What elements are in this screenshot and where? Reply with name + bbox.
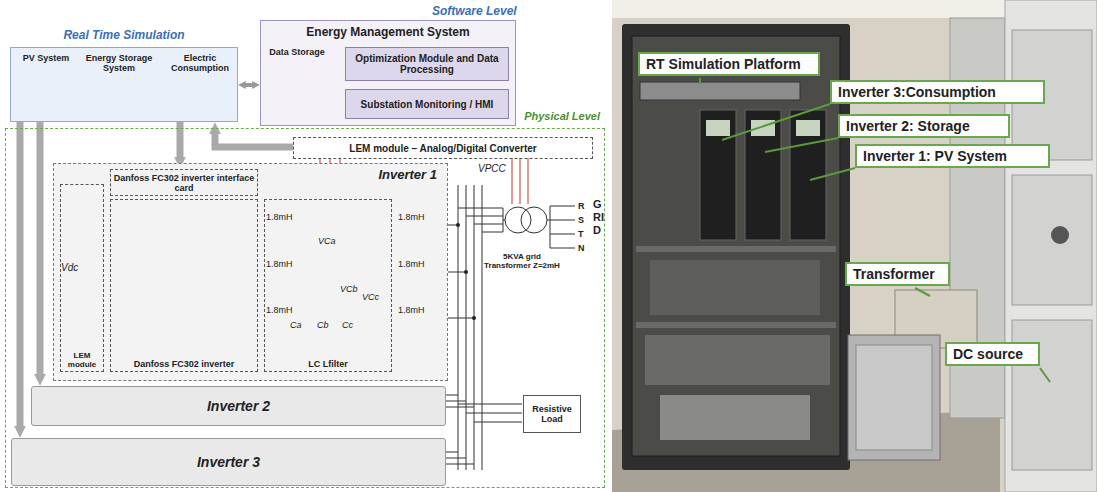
connector-arrow <box>17 122 24 427</box>
node-label: LC Lfilter <box>265 359 391 369</box>
node-label: Real Time Simulation <box>11 28 237 42</box>
photo-callout: Transformer <box>845 262 950 286</box>
node-label: Energy Storage System <box>79 53 159 73</box>
node-label: PV System <box>15 53 77 63</box>
process-box: Optimization Module and Data Processing <box>345 47 509 81</box>
inductance-label: 1.8mH <box>266 305 293 315</box>
transformer-label: 5KVA grid Transformer Z=2mH <box>482 252 562 270</box>
phase-label: S <box>578 215 584 225</box>
inverter-box: Inverter 1 Danfoss FC302 inverter interfa… <box>53 163 448 381</box>
node-label: LEM module <box>61 351 103 369</box>
inductance-label: 1.8mH <box>398 212 425 222</box>
photo-callout: Inverter 2: Storage <box>838 114 1010 138</box>
grid-label: GRID <box>593 198 604 237</box>
inductance-label: 1.8mH <box>266 212 293 222</box>
photo-callout: DC source <box>945 342 1040 366</box>
physical-region: Physical LevelLEM module – Analog/Digita… <box>5 128 605 488</box>
voltage-label: Vdc <box>61 262 78 273</box>
node-label: Inverter 3 <box>197 454 260 470</box>
inductance-label: 1.8mH <box>266 259 293 269</box>
inductance-label: 1.8mH <box>398 305 425 315</box>
node-label: Energy Management System <box>261 25 515 39</box>
node-label: Resistive Load <box>524 404 580 424</box>
phase-label: N <box>578 243 585 253</box>
phase-label: T <box>578 229 584 239</box>
converter-box: LEM module – Analog/Digital Converter <box>293 137 593 159</box>
inverter-box: Inverter 2 <box>31 386 446 426</box>
node-label: DC source <box>953 346 1023 362</box>
connector-arrow <box>37 122 44 375</box>
node-label: Physical Level <box>524 110 600 122</box>
storage-icon: Energy Storage System <box>79 51 159 117</box>
connector-arrow <box>245 83 253 87</box>
node-label: Transformer <box>853 266 935 282</box>
pv-icon: PV System <box>15 51 77 117</box>
node-label: RT Simulation Platform <box>646 56 801 72</box>
database-symbol: Data Storage <box>269 45 325 121</box>
node-label: Data Storage <box>269 47 325 57</box>
consumption-icon: Electric Consumption <box>161 51 239 117</box>
node-label: Inverter 1: PV System <box>863 148 1007 164</box>
igbt-bridge: Danfoss FC302 inverter <box>110 199 258 372</box>
software-panel: Energy Management SystemData StorageOpti… <box>260 20 516 126</box>
capacitor-label: Cc <box>342 320 353 330</box>
voltage-label: VPCC <box>478 163 506 174</box>
sensor-module: LEM module <box>60 184 104 372</box>
capacitor-label: Ca <box>290 320 302 330</box>
phase-label: R <box>578 201 585 211</box>
node-label: Inverter 3:Consumption <box>838 84 996 100</box>
interface-card: Danfoss FC302 inverter interface card <box>110 169 258 196</box>
photo-callout: Inverter 1: PV System <box>855 144 1050 168</box>
voltage-label: VCb <box>340 284 358 294</box>
node-label: Danfoss FC302 inverter interface card <box>111 173 257 193</box>
node-label: Optimization Module and Data Processing <box>346 53 508 75</box>
process-box: Substation Monitoring / HMI <box>345 89 509 119</box>
capacitor-label: Cb <box>317 320 329 330</box>
node-label: Inverter 1 <box>378 167 437 182</box>
inverter-box: Inverter 3 <box>11 438 446 486</box>
inductance-label: 1.8mH <box>398 259 425 269</box>
node-label: Inverter 2 <box>207 398 270 414</box>
node-label: Substation Monitoring / HMI <box>361 99 494 110</box>
load-box: Resistive Load <box>523 395 581 433</box>
node-label: Inverter 2: Storage <box>846 118 970 134</box>
voltage-label: VCa <box>318 236 336 246</box>
voltage-label: VCc <box>362 292 379 302</box>
simulation-panel: Real Time SimulationPV SystemEnergy Stor… <box>10 47 238 122</box>
level-label: Software Level <box>432 4 517 18</box>
node-label: LEM module – Analog/Digital Converter <box>349 143 536 154</box>
photo-callout: RT Simulation Platform <box>638 52 820 76</box>
connector-arrow <box>215 133 293 147</box>
filter-box: LC Lfilter <box>264 199 392 372</box>
photo-callout: Inverter 3:Consumption <box>830 80 1045 104</box>
node-label: Electric Consumption <box>161 53 239 73</box>
node-label: Danfoss FC302 inverter <box>111 359 257 369</box>
